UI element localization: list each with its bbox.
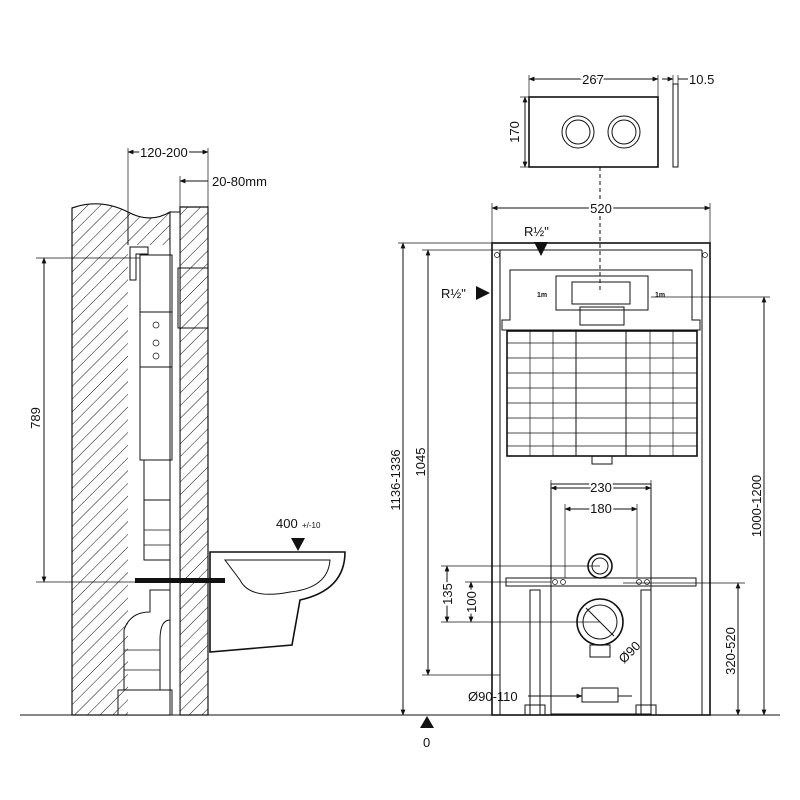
dim-bowl-tolerance: +/-10 <box>302 521 321 530</box>
cistern-grid <box>507 331 697 456</box>
dim-outlet-diameter: Ø90 <box>616 638 644 666</box>
dim-100: 100 <box>464 591 479 613</box>
dim-plate-width: 267 <box>582 72 604 87</box>
dim-panel-thickness: 20-80mm <box>212 174 267 189</box>
valve-label-left: 1m <box>537 292 547 299</box>
dim-outlet-height: 320-520 <box>723 627 738 675</box>
dim-bolt-height: 1000-1200 <box>749 475 764 537</box>
dim-frame-height: 1045 <box>413 448 428 477</box>
dim-bolt-inner: 180 <box>590 501 612 516</box>
side-view: 120-200 20-80mm 789 400 +/-10 <box>20 143 780 716</box>
valve-label-right: 1m <box>655 292 665 299</box>
dim-135: 135 <box>440 583 455 605</box>
inlet-side-label: R½" <box>441 286 466 301</box>
dim-frame-height: 789 <box>28 407 43 429</box>
dim-outlet-range: Ø90-110 <box>468 689 518 704</box>
dim-bolt-outer: 230 <box>590 480 612 495</box>
inlet-top-label: R½" <box>524 224 549 239</box>
flush-plate: 267 10.5 170 <box>507 70 714 290</box>
dim-overall-height: 1136-1336 <box>388 449 403 510</box>
toilet-bowl <box>209 551 346 653</box>
dim-bowl-height: 400 <box>276 516 298 531</box>
dim-frame-width: 520 <box>590 201 612 216</box>
dim-plate-depth: 10.5 <box>689 72 714 87</box>
dim-plate-height: 170 <box>507 121 522 143</box>
dim-wall-depth: 120-200 <box>140 145 188 160</box>
front-view: 1m 1m <box>386 199 770 750</box>
floor-level-label: 0 <box>423 735 430 750</box>
panel-hatched <box>179 206 209 716</box>
